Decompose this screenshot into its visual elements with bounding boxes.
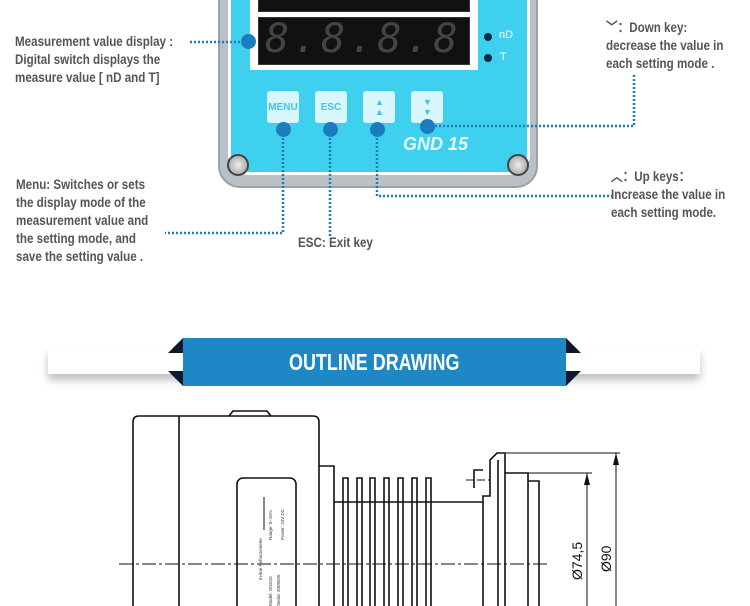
t-indicator-led — [484, 54, 492, 62]
down-callout-dot — [420, 119, 435, 134]
menu-callout-dot — [276, 122, 291, 137]
screw-icon — [507, 154, 529, 176]
down-key[interactable]: ▼▼ — [411, 91, 443, 123]
section-title: OUTLINE DRAWING — [289, 348, 460, 375]
up-key[interactable]: ▲▲ — [363, 91, 395, 123]
nameplate-serial: Serial: 2009026 — [276, 574, 281, 606]
screw-icon — [227, 154, 249, 176]
banner-ribbon-ends — [168, 338, 581, 386]
section-header: OUTLINE DRAWING — [183, 338, 566, 386]
display-top-row — [258, 0, 470, 12]
nameplate-power: Power: 24V DC — [280, 508, 285, 540]
model-label: GND 15 — [403, 134, 469, 154]
display-annotation: Measurement value display :Digital switc… — [15, 34, 174, 85]
display-callout-dot — [241, 34, 256, 49]
nameplate-title: In-line Refractometer — [258, 537, 263, 580]
measurement-display: 8.8.8.8.8.8. — [258, 17, 470, 65]
dimension-74-5: Ø74,5 — [569, 542, 585, 580]
outline-drawing: Ø74,5 Ø90 In-line Refractometer Model: G… — [119, 410, 620, 606]
dimension-90: Ø90 — [598, 545, 614, 572]
esc-annotation: ESC: Exit key — [298, 235, 373, 250]
nameplate-model: Model: GND15 — [268, 576, 273, 606]
menu-key[interactable]: MENU — [267, 91, 299, 123]
t-indicator-label: T — [500, 51, 507, 63]
esc-key[interactable]: ESC — [315, 91, 347, 123]
nameplate-range: Range: 0~15% — [268, 510, 273, 540]
up-callout-dot — [370, 122, 385, 137]
display-digits: 8.8.8.8.8.8. — [265, 17, 469, 62]
esc-callout-dot — [323, 122, 338, 137]
nd-indicator-led — [484, 33, 492, 41]
callout-lines — [165, 40, 636, 236]
nd-indicator-label: nD — [499, 29, 514, 41]
